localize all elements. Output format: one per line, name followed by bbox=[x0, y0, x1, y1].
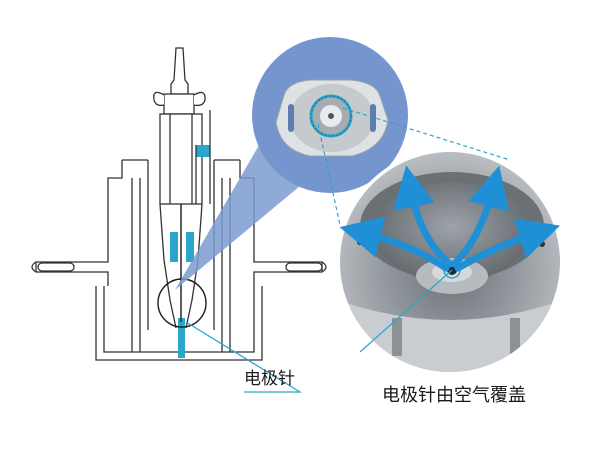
electrode-needle-label: 电极针 bbox=[244, 369, 295, 389]
top-view-inset bbox=[252, 37, 408, 193]
callout-wedge bbox=[175, 140, 312, 290]
airflow-arrows bbox=[339, 165, 561, 272]
arrow-up-right-icon bbox=[454, 218, 561, 272]
arrow-up-right-icon bbox=[393, 165, 454, 268]
burner-cross-section bbox=[31, 47, 327, 361]
leader-lines bbox=[185, 269, 453, 393]
arrow-up-right-icon bbox=[339, 216, 450, 272]
zoom-lines bbox=[317, 107, 511, 226]
arrow-up-right-icon bbox=[450, 165, 510, 268]
needle-covered-by-air-label: 电极针由空气覆盖 bbox=[382, 385, 526, 406]
